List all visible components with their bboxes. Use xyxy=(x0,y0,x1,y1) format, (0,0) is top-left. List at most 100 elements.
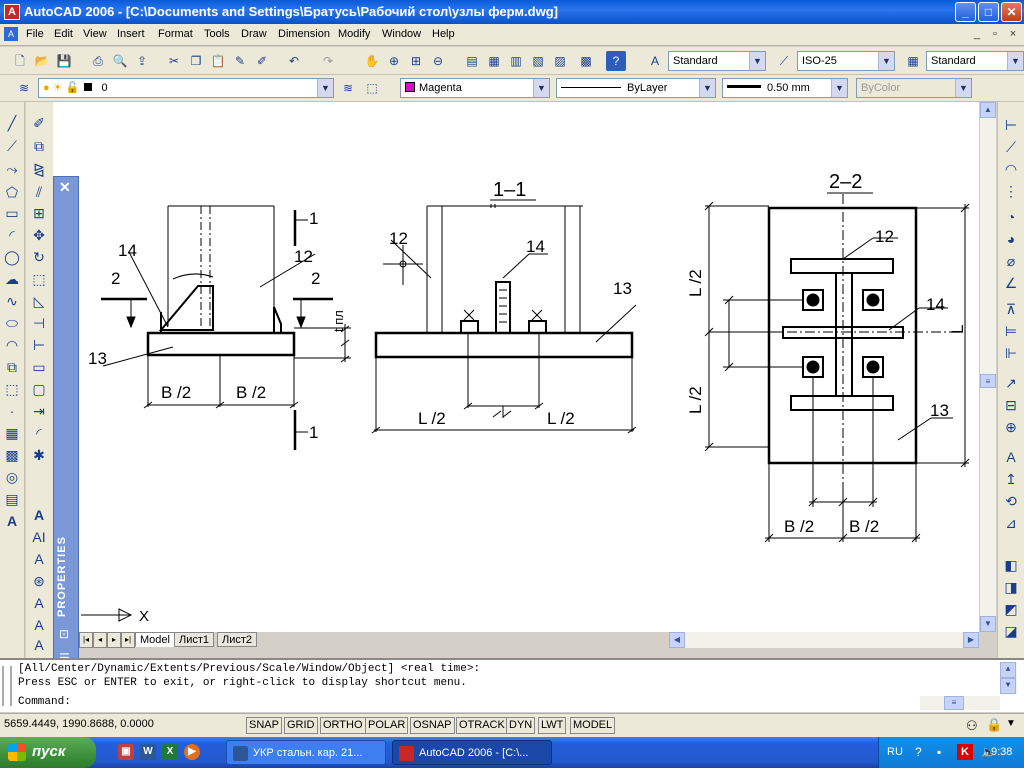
close-button[interactable]: ✕ xyxy=(1001,2,1022,22)
table-icon[interactable]: ▤ xyxy=(5,491,19,507)
scroll-left-icon[interactable]: ◀ xyxy=(669,632,685,648)
continue-dim-icon[interactable]: ⊩ xyxy=(1004,345,1018,361)
osnap-toggle[interactable]: OSNAP xyxy=(410,717,455,734)
dim-style-panel-icon[interactable]: ⊿ xyxy=(1005,515,1017,531)
zoom-previous-icon[interactable]: ⊖ xyxy=(432,54,444,68)
dim-style-select[interactable]: ISO-25▼ xyxy=(797,51,895,71)
arc-length-icon[interactable]: ◠ xyxy=(1004,161,1018,177)
doc-close-button[interactable]: × xyxy=(1009,28,1017,40)
chevron-down-icon[interactable]: ▼ xyxy=(1007,52,1023,70)
plot-preview-icon[interactable]: 🔍 xyxy=(112,54,128,68)
aligned-dim-icon[interactable]: ⟋ xyxy=(1006,139,1016,155)
taskbar-item-word[interactable]: УКР стальн. кар. 21... xyxy=(226,740,386,765)
command-hscrollbar[interactable]: ≡ xyxy=(920,696,1000,710)
first-tab-icon[interactable]: |◂ xyxy=(79,632,93,648)
menu-tools[interactable]: Tools xyxy=(204,28,230,40)
scroll-thumb[interactable]: ≡ xyxy=(980,374,996,388)
lineweight-select[interactable]: 0.50 mm ▼ xyxy=(722,78,848,98)
jogged-dim-icon[interactable]: ◕ xyxy=(1006,231,1016,247)
calculator-icon[interactable]: ▩ xyxy=(580,54,592,68)
dim-update-icon[interactable]: ⟲ xyxy=(1005,493,1017,509)
join-icon[interactable]: ▢ xyxy=(32,381,46,397)
array-icon[interactable]: ⊞ xyxy=(33,205,45,221)
rectangle-icon[interactable]: ▭ xyxy=(5,205,19,221)
pan-icon[interactable]: ✋ xyxy=(364,54,380,68)
menu-modify[interactable]: Modify xyxy=(338,28,371,40)
polar-toggle[interactable]: POLAR xyxy=(365,717,409,734)
layer-previous-icon[interactable]: ⬚ xyxy=(366,81,378,95)
send-under-icon[interactable]: ◪ xyxy=(1004,623,1018,639)
radius-dim-icon[interactable]: ◔ xyxy=(1006,209,1016,225)
document-icon[interactable]: A xyxy=(4,27,18,41)
chevron-down-icon[interactable]: ▼ xyxy=(533,79,549,97)
start-button[interactable]: пуск xyxy=(0,737,96,768)
point-icon[interactable]: · xyxy=(9,403,15,419)
network-icon[interactable]: ▪ xyxy=(937,745,942,759)
scroll-down-icon[interactable]: ▼ xyxy=(1000,678,1016,694)
menu-dimension[interactable]: Dimension xyxy=(278,28,330,40)
block-editor-icon[interactable]: ✐ xyxy=(256,54,268,68)
scale-icon[interactable]: ⬚ xyxy=(32,271,46,287)
text-style-icon[interactable]: A xyxy=(650,54,659,68)
menu-edit[interactable]: Edit xyxy=(54,28,73,40)
edit-text-icon[interactable]: A xyxy=(34,551,44,567)
chevron-down-icon[interactable]: ▼ xyxy=(317,79,333,97)
copy-object-icon[interactable]: ⧉ xyxy=(34,138,44,154)
quicklaunch-app-icon[interactable]: ▣ xyxy=(118,744,134,760)
sheet-set-icon[interactable]: ▧ xyxy=(532,54,544,68)
zoom-window-icon[interactable]: ⊞ xyxy=(410,54,422,68)
menu-view[interactable]: View xyxy=(83,28,107,40)
plot-icon[interactable]: ⎙ xyxy=(93,54,103,68)
taskbar-item-autocad[interactable]: AutoCAD 2006 - [C:\... xyxy=(392,740,552,765)
vertical-scrollbar[interactable]: ▲ ≡ ▼ xyxy=(979,102,996,632)
doc-minimize-button[interactable]: _ xyxy=(973,28,981,40)
fillet-icon[interactable]: ◜ xyxy=(36,425,42,441)
title-bar[interactable]: A AutoCAD 2006 - [C:\Documents and Setti… xyxy=(0,0,1024,24)
bring-above-icon[interactable]: ◩ xyxy=(1004,601,1018,617)
ortho-toggle[interactable]: ORTHO xyxy=(320,717,366,734)
next-tab-icon[interactable]: ▸ xyxy=(107,632,121,648)
table-style-icon[interactable]: ▦ xyxy=(907,54,919,68)
circle-icon[interactable]: ◯ xyxy=(4,249,20,265)
help-icon[interactable]: ? xyxy=(915,745,922,759)
help-icon[interactable]: ? xyxy=(606,51,626,71)
color-select[interactable]: Magenta ▼ xyxy=(400,78,550,98)
quick-leader-icon[interactable]: ↗ xyxy=(1005,375,1017,391)
diameter-dim-icon[interactable]: ⌀ xyxy=(1006,253,1016,269)
menu-window[interactable]: Window xyxy=(382,28,422,40)
linear-dim-icon[interactable]: ⊢ xyxy=(1004,117,1018,133)
stretch-icon[interactable]: ◺ xyxy=(33,293,45,309)
scroll-down-icon[interactable]: ▼ xyxy=(980,616,996,632)
multiline-text-icon[interactable]: A xyxy=(6,513,18,529)
spline-icon[interactable]: ∿ xyxy=(6,293,18,309)
gradient-icon[interactable]: ▩ xyxy=(5,447,19,463)
revision-cloud-icon[interactable]: ☁ xyxy=(5,271,19,287)
layer-select[interactable]: ● ☀ 🔓 0 ▼ xyxy=(38,78,334,98)
construction-line-icon[interactable]: ⟋ xyxy=(7,138,17,154)
text-icon[interactable]: A xyxy=(33,507,45,523)
ellipse-icon[interactable]: ⬭ xyxy=(6,315,18,331)
language-indicator[interactable]: RU xyxy=(887,746,903,758)
zoom-realtime-icon[interactable]: ⊕ xyxy=(388,54,400,68)
quick-dim-icon[interactable]: ⊼ xyxy=(1005,301,1017,317)
autocad-icon[interactable]: A xyxy=(4,4,20,20)
scroll-right-icon[interactable]: ▶ xyxy=(963,632,979,648)
erase-icon[interactable]: ✐ xyxy=(33,115,45,131)
command-grip-icon[interactable] xyxy=(2,666,12,706)
mirror-icon[interactable]: ⧎ xyxy=(33,161,45,177)
cut-icon[interactable]: ✂ xyxy=(168,54,180,68)
chevron-down-icon[interactable]: ▼ xyxy=(749,52,765,70)
tab-model[interactable]: Model xyxy=(135,632,175,647)
match-properties-icon[interactable]: ✎ xyxy=(234,54,246,68)
extend-icon[interactable]: ⊢ xyxy=(32,337,46,353)
save-icon[interactable]: 💾 xyxy=(56,54,72,68)
tab-layout2[interactable]: Лист2 xyxy=(217,632,258,647)
ordinate-dim-icon[interactable]: ⋮ xyxy=(1004,183,1018,199)
copy-icon[interactable]: ❐ xyxy=(190,54,202,68)
excel-icon[interactable]: X xyxy=(162,744,178,760)
redo-icon[interactable]: ↷ xyxy=(322,54,334,68)
scroll-thumb[interactable]: ≡ xyxy=(944,696,964,710)
publish-icon[interactable]: ⇪ xyxy=(136,54,148,68)
chevron-down-icon[interactable]: ▼ xyxy=(831,79,847,97)
toolbar-lock-icon[interactable]: 🔒 xyxy=(986,717,1003,732)
